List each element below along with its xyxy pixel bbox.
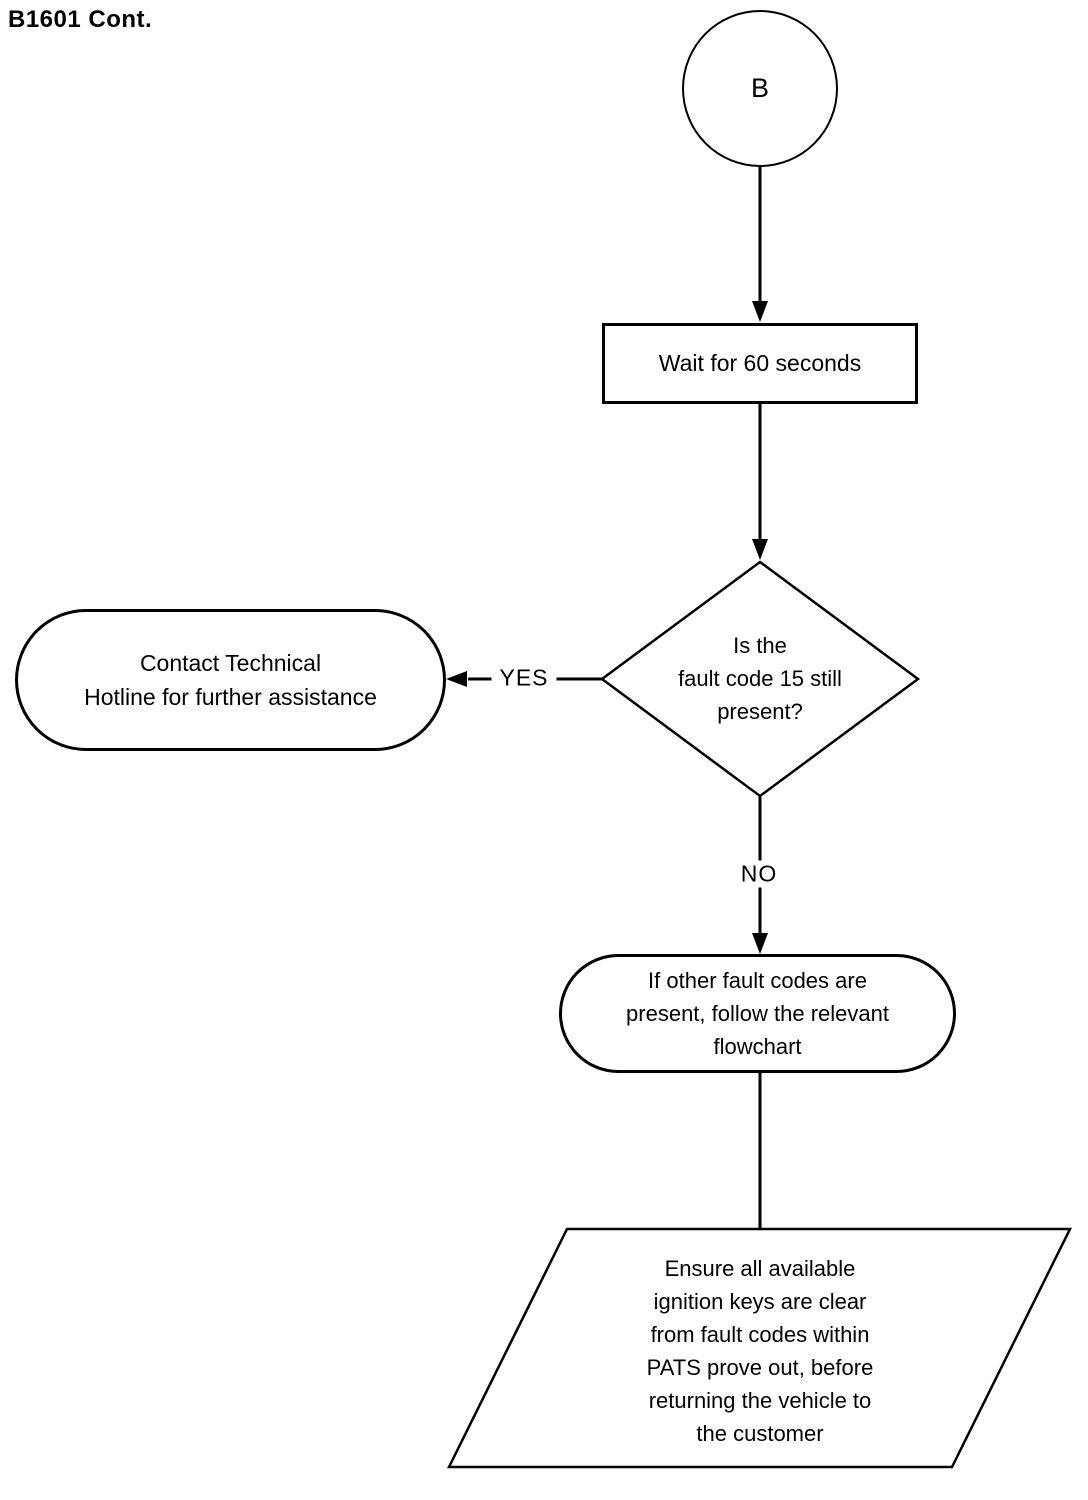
- decision-line: fault code 15 still: [678, 666, 842, 691]
- arrowhead-no: [752, 933, 768, 954]
- io-line: PATS prove out, before: [646, 1355, 874, 1380]
- arrowhead-yes: [446, 671, 467, 687]
- terminator-contact-line: Contact Technical: [139, 650, 322, 676]
- terminator-contact-line: Hotline for further assistance: [84, 684, 377, 710]
- decision-fault-code-text: Is the fault code 15 still present?: [610, 629, 910, 728]
- page-title: B1601 Cont.: [8, 6, 153, 33]
- edge-label-no: NO: [732, 860, 786, 888]
- process-wait-node: Wait for 60 seconds: [602, 323, 918, 404]
- io-line: from fault codes within: [650, 1322, 870, 1347]
- terminator-other-codes-node: If other fault codes are present, follow…: [559, 954, 956, 1073]
- terminator-other-line: If other fault codes are: [648, 968, 867, 993]
- io-line: returning the vehicle to: [648, 1388, 872, 1413]
- terminator-other-line: flowchart: [713, 1034, 802, 1059]
- start-connector-node: B: [682, 10, 838, 167]
- io-line: the customer: [696, 1421, 824, 1446]
- edge-label-yes: YES: [491, 664, 557, 692]
- io-parallelogram-shape: [446, 1227, 1073, 1469]
- terminator-other-line: present, follow the relevant: [626, 1001, 889, 1026]
- io-line: ignition keys are clear: [653, 1289, 867, 1314]
- process-wait-text: Wait for 60 seconds: [658, 350, 862, 376]
- arrowhead-wait-to-decision: [752, 539, 768, 560]
- arrowhead-b-to-wait: [752, 301, 768, 322]
- io-line: Ensure all available: [664, 1256, 856, 1281]
- terminator-contact-hotline-node: Contact Technical Hotline for further as…: [15, 609, 446, 751]
- decision-line: Is the: [733, 633, 787, 658]
- start-connector-label: B: [750, 73, 769, 103]
- io-ensure-keys-text: Ensure all available ignition keys are c…: [510, 1252, 1010, 1450]
- decision-line: present?: [717, 699, 803, 724]
